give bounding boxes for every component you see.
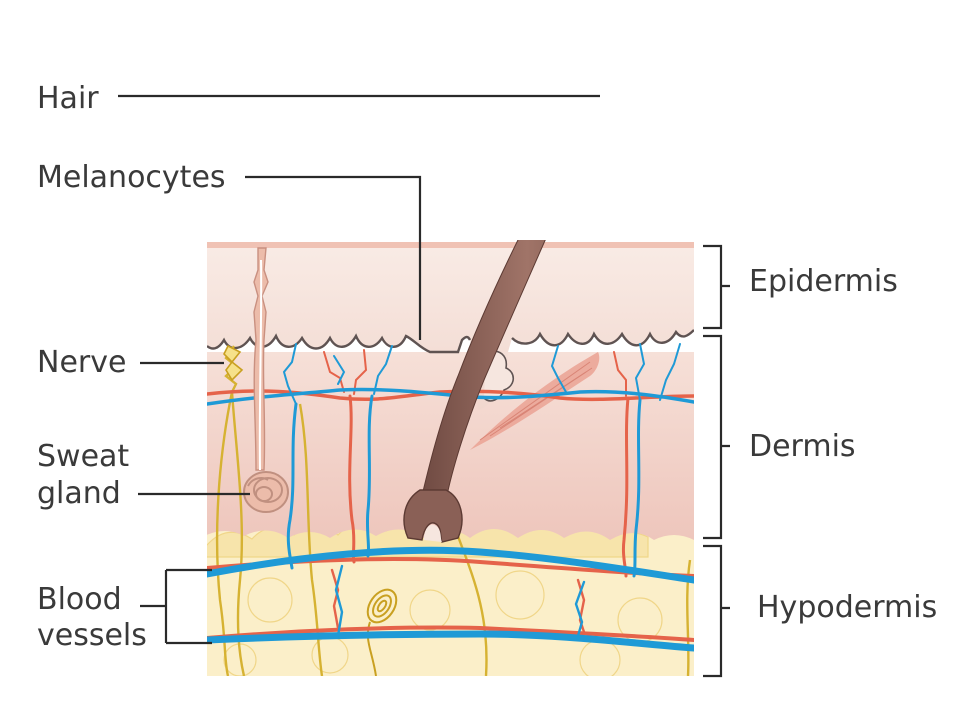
nerve-fiber <box>686 559 692 676</box>
sweat-duct-lumen <box>258 259 263 471</box>
sweat-gland-label-line1: Sweat <box>37 439 129 474</box>
nerve-fiber <box>298 403 324 676</box>
hypodermal-artery <box>207 625 694 642</box>
nerve-ending <box>223 344 244 382</box>
blood-vessels-leader <box>140 568 212 645</box>
melanocytes-leader <box>245 175 422 340</box>
dermis-bracket <box>703 334 730 540</box>
hair-bulb <box>403 489 463 543</box>
blood-vessels-label-line1: Blood <box>37 582 122 617</box>
epidermis-boundary <box>207 329 694 354</box>
epidermis-bracket <box>703 244 730 330</box>
hair-follicle <box>403 240 546 543</box>
skin-cross-section <box>207 240 694 676</box>
sweat-gland-coil <box>243 471 289 513</box>
hypodermal-vein <box>207 630 694 652</box>
nerve-label: Nerve <box>37 345 126 380</box>
hair-papilla <box>424 524 442 542</box>
muscle-striations <box>479 361 593 441</box>
hair-label: Hair <box>37 81 99 116</box>
skin-surface <box>207 242 694 248</box>
hypodermis-label: Hypodermis <box>757 590 937 625</box>
hypodermis-bracket <box>703 544 730 678</box>
epidermis-label: Epidermis <box>749 264 898 299</box>
epidermis-layer <box>207 244 694 410</box>
sweat-gland-label-line2: gland <box>37 476 121 511</box>
layer-brackets: Epidermis Dermis Hypodermis <box>703 244 937 678</box>
blood-vessels-label-line2: vessels <box>37 618 147 653</box>
nerve-fiber <box>453 527 488 676</box>
melanocytes-label: Melanocytes <box>37 160 226 195</box>
veins <box>207 343 694 652</box>
sweat-gland <box>243 247 289 513</box>
structure-labels: Hair Melanocytes Nerve Sweat gland Blood… <box>37 81 600 653</box>
pacinian-corpuscle <box>366 588 398 676</box>
dermis-label: Dermis <box>749 429 856 464</box>
